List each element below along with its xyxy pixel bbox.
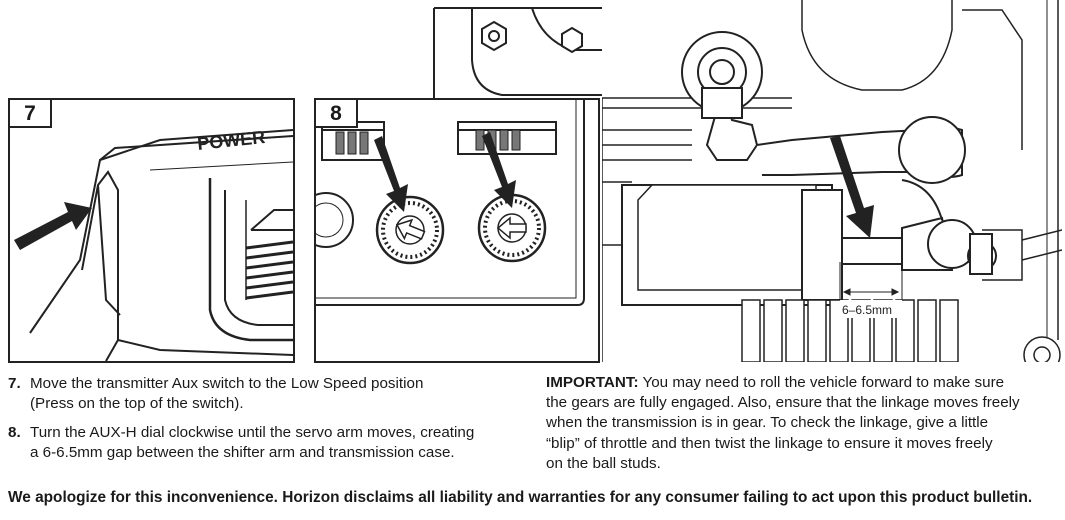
step-text-line: Turn the AUX-H dial clockwise until the … — [30, 424, 475, 441]
important-text-line: when the transmission is in gear. To che… — [546, 414, 989, 432]
figure-8-number: 8 — [316, 100, 358, 128]
important-text-line: the gears are fully engaged. Also, ensur… — [546, 394, 1020, 412]
power-label: POWER — [196, 127, 266, 154]
important-text-line: “blip” of throttle and then twist the li… — [546, 434, 993, 452]
step-number: 7. — [8, 375, 21, 392]
hex-bolt-icon — [561, 26, 583, 54]
arrow-icon — [374, 136, 408, 212]
step-number: 8. — [8, 424, 21, 441]
step-text-line: a 6-6.5mm gap between the shifter arm an… — [30, 444, 455, 461]
figure-8-illustration — [316, 100, 585, 306]
engine-top-detail — [433, 7, 602, 98]
disclaimer-footer: We apologize for this inconvenience. Hor… — [8, 489, 1033, 506]
step-7: 7. Move the transmitter Aux switch to th… — [8, 374, 528, 414]
important-text-line: on the ball studs. — [546, 454, 661, 472]
step-text-line: (Press on the top of the switch). — [30, 395, 244, 412]
figure-8-panel: 8 — [314, 98, 600, 363]
arrow-icon — [830, 136, 874, 238]
step-text-line: Move the transmitter Aux switch to the L… — [30, 375, 424, 392]
important-label: IMPORTANT: — [546, 374, 639, 391]
gear-icon — [1023, 336, 1061, 362]
gap-label: 6–6.5mm — [842, 303, 892, 317]
important-note: IMPORTANT: You may need to roll the vehi… — [546, 373, 1051, 474]
linkage-gap-illustration: 6–6.5mm — [602, 0, 1062, 362]
figure-7-number: 7 — [10, 100, 52, 128]
figure-7-panel: POWER 7 — [8, 98, 295, 363]
arrow-icon — [482, 132, 516, 208]
arrow-icon — [14, 202, 92, 250]
step-8: 8. Turn the AUX-H dial clockwise until t… — [8, 423, 528, 463]
important-text-line: You may need to roll the vehicle forward… — [638, 374, 1005, 391]
figure-7-illustration: POWER — [14, 127, 293, 361]
dial-left — [375, 195, 445, 265]
